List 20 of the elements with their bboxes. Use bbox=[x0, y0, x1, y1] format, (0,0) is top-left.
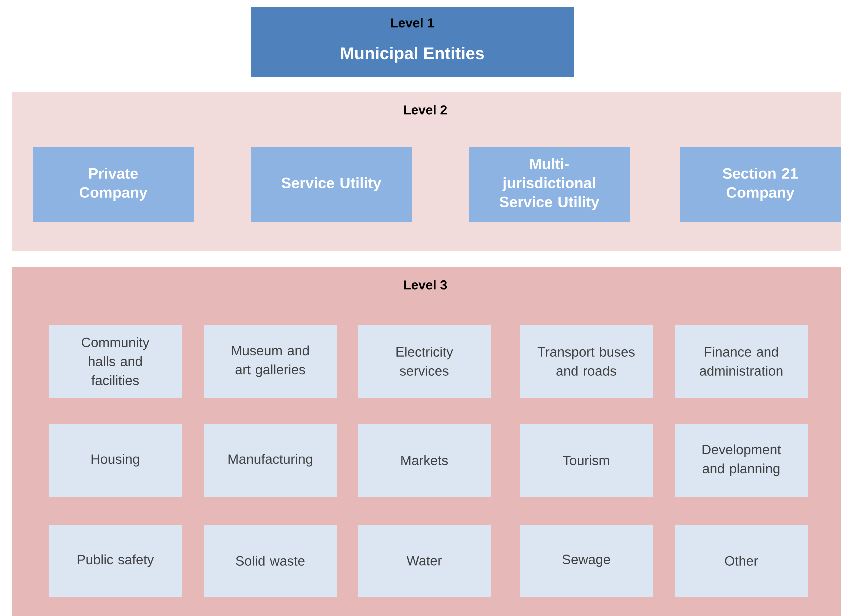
service-box: Solid waste bbox=[204, 525, 337, 597]
service-box: Manufacturing bbox=[204, 424, 337, 497]
entity-box: Service Utility bbox=[251, 147, 412, 222]
service-box: Housing bbox=[49, 424, 182, 497]
service-box: Water bbox=[358, 525, 491, 597]
service-box: Museum and art galleries bbox=[204, 325, 337, 398]
service-box: Transport buses and roads bbox=[520, 325, 653, 398]
service-box: Finance and administration bbox=[675, 325, 808, 398]
service-box: Public safety bbox=[49, 525, 182, 597]
service-box: Sewage bbox=[520, 525, 653, 597]
entity-box: Section 21 Company bbox=[680, 147, 841, 222]
entity-box: Private Company bbox=[33, 147, 194, 222]
service-box: Development and planning bbox=[675, 424, 808, 497]
service-box: Tourism bbox=[520, 424, 653, 497]
level-box: Level 1 Municipal Entities bbox=[251, 7, 574, 77]
service-box: Markets bbox=[358, 424, 491, 497]
service-box: Other bbox=[675, 525, 808, 597]
service-box: Electricity services bbox=[358, 325, 491, 398]
service-box: Community halls and facilities bbox=[49, 325, 182, 398]
entity-box: Multi-jurisdictional Service Utility bbox=[469, 147, 630, 222]
